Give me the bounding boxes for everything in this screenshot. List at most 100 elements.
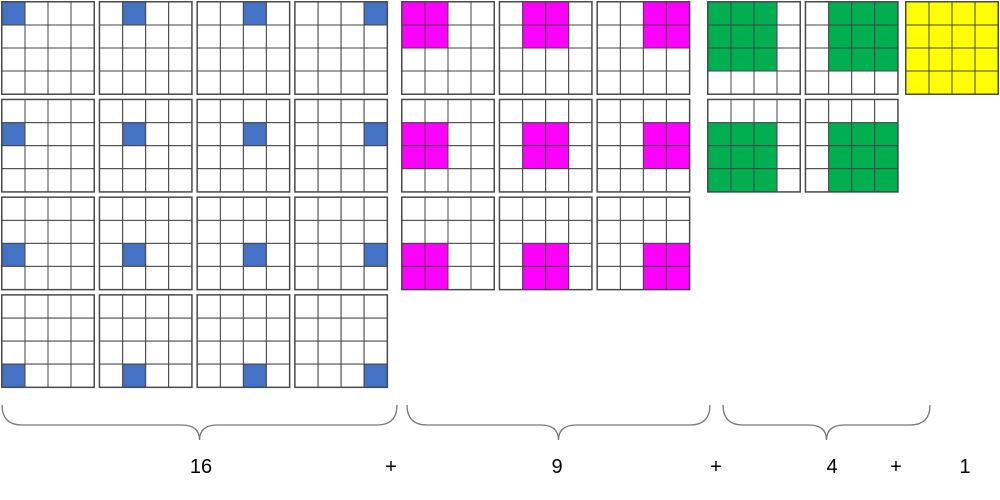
grid-cell bbox=[99, 1, 124, 26]
grid-cell bbox=[665, 99, 690, 124]
grid-cell bbox=[470, 145, 495, 170]
highlighted-cell bbox=[401, 265, 426, 290]
grid-cell bbox=[424, 168, 449, 193]
grid-cell bbox=[340, 24, 365, 49]
highlighted-cell bbox=[522, 242, 547, 267]
grid-cell bbox=[522, 99, 547, 124]
grid-cell bbox=[619, 1, 644, 26]
grid-cell bbox=[317, 24, 342, 49]
grid-cell bbox=[851, 99, 876, 124]
grid-cell bbox=[363, 168, 388, 193]
grid-cell bbox=[447, 168, 472, 193]
grid-cell bbox=[196, 99, 221, 124]
grid-cell bbox=[568, 145, 593, 170]
grid-cell bbox=[47, 99, 72, 124]
highlighted-cell bbox=[707, 47, 732, 72]
grid-cell bbox=[70, 242, 95, 267]
grid-cell bbox=[596, 24, 621, 49]
grid-cell bbox=[499, 168, 524, 193]
highlighted-cell bbox=[928, 47, 953, 72]
grid-cell bbox=[265, 265, 290, 290]
grid-cell bbox=[219, 363, 244, 388]
highlighted-cell bbox=[905, 24, 930, 49]
grid-cell bbox=[317, 122, 342, 147]
grid-cell bbox=[424, 47, 449, 72]
grid-cell bbox=[363, 196, 388, 221]
grid-cell bbox=[470, 47, 495, 72]
highlighted-cell bbox=[753, 1, 778, 26]
highlighted-cell bbox=[928, 1, 953, 26]
grid-cell bbox=[47, 196, 72, 221]
grid-cell bbox=[47, 242, 72, 267]
grid-cell bbox=[145, 47, 170, 72]
grid-cell bbox=[145, 219, 170, 244]
grid-cell bbox=[70, 1, 95, 26]
grid-cell bbox=[24, 168, 49, 193]
grid-cell bbox=[70, 122, 95, 147]
grid-cell bbox=[568, 196, 593, 221]
grid-cell bbox=[499, 196, 524, 221]
highlighted-cell bbox=[642, 122, 667, 147]
grid-cell bbox=[805, 24, 830, 49]
grid-cell bbox=[168, 145, 193, 170]
highlighted-cell bbox=[851, 122, 876, 147]
highlighted-cell bbox=[828, 47, 853, 72]
grid-cell bbox=[401, 99, 426, 124]
grid-cell bbox=[294, 317, 319, 342]
grid-cell bbox=[122, 70, 147, 95]
grid-cell bbox=[805, 70, 830, 95]
grid-cell bbox=[619, 47, 644, 72]
grid-cell bbox=[447, 265, 472, 290]
grid-cell bbox=[522, 168, 547, 193]
grid-cell bbox=[1, 168, 26, 193]
grid-cell bbox=[196, 340, 221, 365]
grid-cell bbox=[265, 122, 290, 147]
highlighted-cell bbox=[1, 122, 26, 147]
grid-cell bbox=[265, 363, 290, 388]
grid-cell bbox=[424, 196, 449, 221]
grid-cell bbox=[99, 219, 124, 244]
grid-cell bbox=[168, 47, 193, 72]
grid-cell bbox=[1, 219, 26, 244]
highlighted-cell bbox=[545, 24, 570, 49]
grid-cell bbox=[499, 265, 524, 290]
grid-cell bbox=[317, 1, 342, 26]
grid-cell bbox=[317, 294, 342, 319]
grid-cell bbox=[219, 265, 244, 290]
grid-cell bbox=[122, 24, 147, 49]
grid-cell bbox=[363, 265, 388, 290]
grid-cell bbox=[168, 99, 193, 124]
grid-cell bbox=[568, 24, 593, 49]
grid-cell bbox=[196, 47, 221, 72]
grid-cell bbox=[219, 242, 244, 267]
grid-cell bbox=[317, 47, 342, 72]
grid-cell bbox=[99, 24, 124, 49]
grid-cell bbox=[470, 242, 495, 267]
grid-cell bbox=[99, 145, 124, 170]
highlighted-cell bbox=[401, 1, 426, 26]
highlighted-cell bbox=[242, 363, 267, 388]
grid-cell bbox=[499, 242, 524, 267]
grid-cell bbox=[294, 265, 319, 290]
highlighted-cell bbox=[363, 242, 388, 267]
highlighted-cell bbox=[730, 168, 755, 193]
grid-cell bbox=[596, 265, 621, 290]
grid-cell bbox=[242, 168, 267, 193]
grid-cell bbox=[874, 70, 899, 95]
highlighted-cell bbox=[707, 1, 732, 26]
grid-cell bbox=[545, 47, 570, 72]
grid-cell bbox=[596, 242, 621, 267]
grid-cell bbox=[99, 340, 124, 365]
grid-cell bbox=[24, 145, 49, 170]
grid-cell bbox=[242, 24, 267, 49]
grid-cell bbox=[340, 196, 365, 221]
grid-cell bbox=[168, 122, 193, 147]
grid-cell bbox=[401, 70, 426, 95]
grid-cell bbox=[340, 363, 365, 388]
grid-cell bbox=[568, 99, 593, 124]
highlighted-cell bbox=[522, 265, 547, 290]
grid-cell bbox=[499, 24, 524, 49]
highlighted-cell bbox=[401, 242, 426, 267]
grid-cell bbox=[70, 317, 95, 342]
